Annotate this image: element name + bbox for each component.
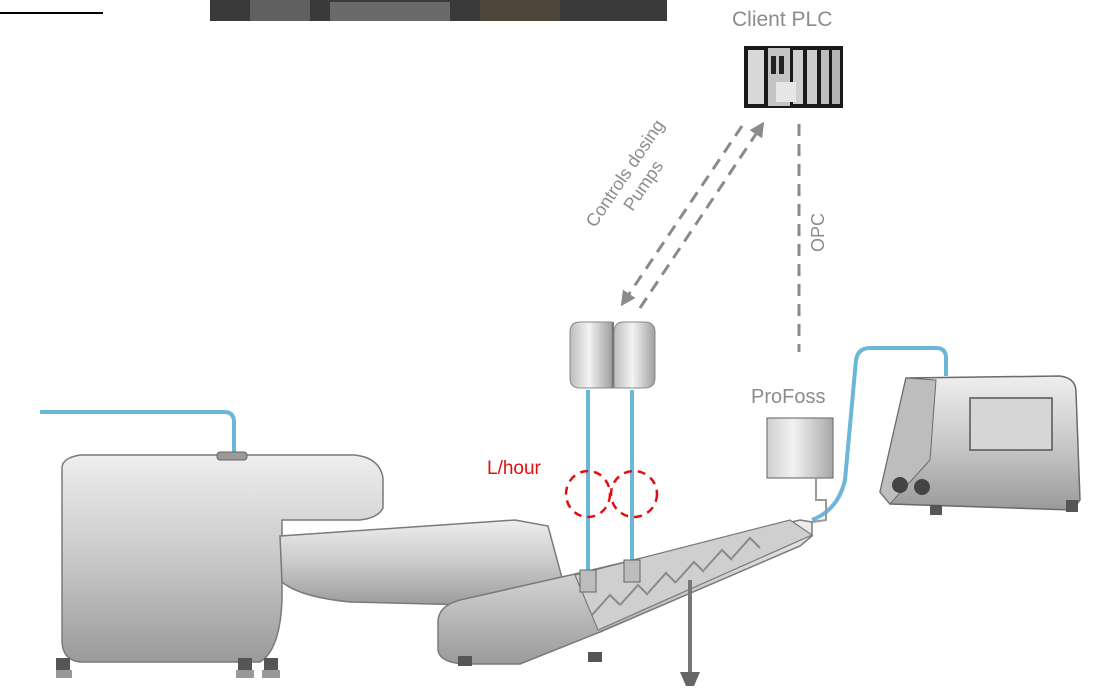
- dosing-pumps: [569, 321, 656, 389]
- flow-unit-label: L/hour: [487, 458, 541, 479]
- client-plc-label: Client PLC: [732, 8, 833, 31]
- profoss-unit: [766, 417, 834, 523]
- flow-markers: [564, 469, 659, 519]
- plc-icon: [744, 46, 843, 108]
- main-machine: [56, 451, 569, 678]
- opc-label: OPC: [808, 212, 828, 252]
- arrow-pumps-to-plc: [638, 121, 765, 309]
- pipes: [40, 346, 948, 572]
- screw-conveyor: [437, 519, 814, 686]
- instrument-unit: [879, 375, 1081, 515]
- photo-fragment: [210, 0, 667, 21]
- arrow-plc-to-pumps: [620, 125, 744, 307]
- profoss-label: ProFoss: [751, 386, 826, 408]
